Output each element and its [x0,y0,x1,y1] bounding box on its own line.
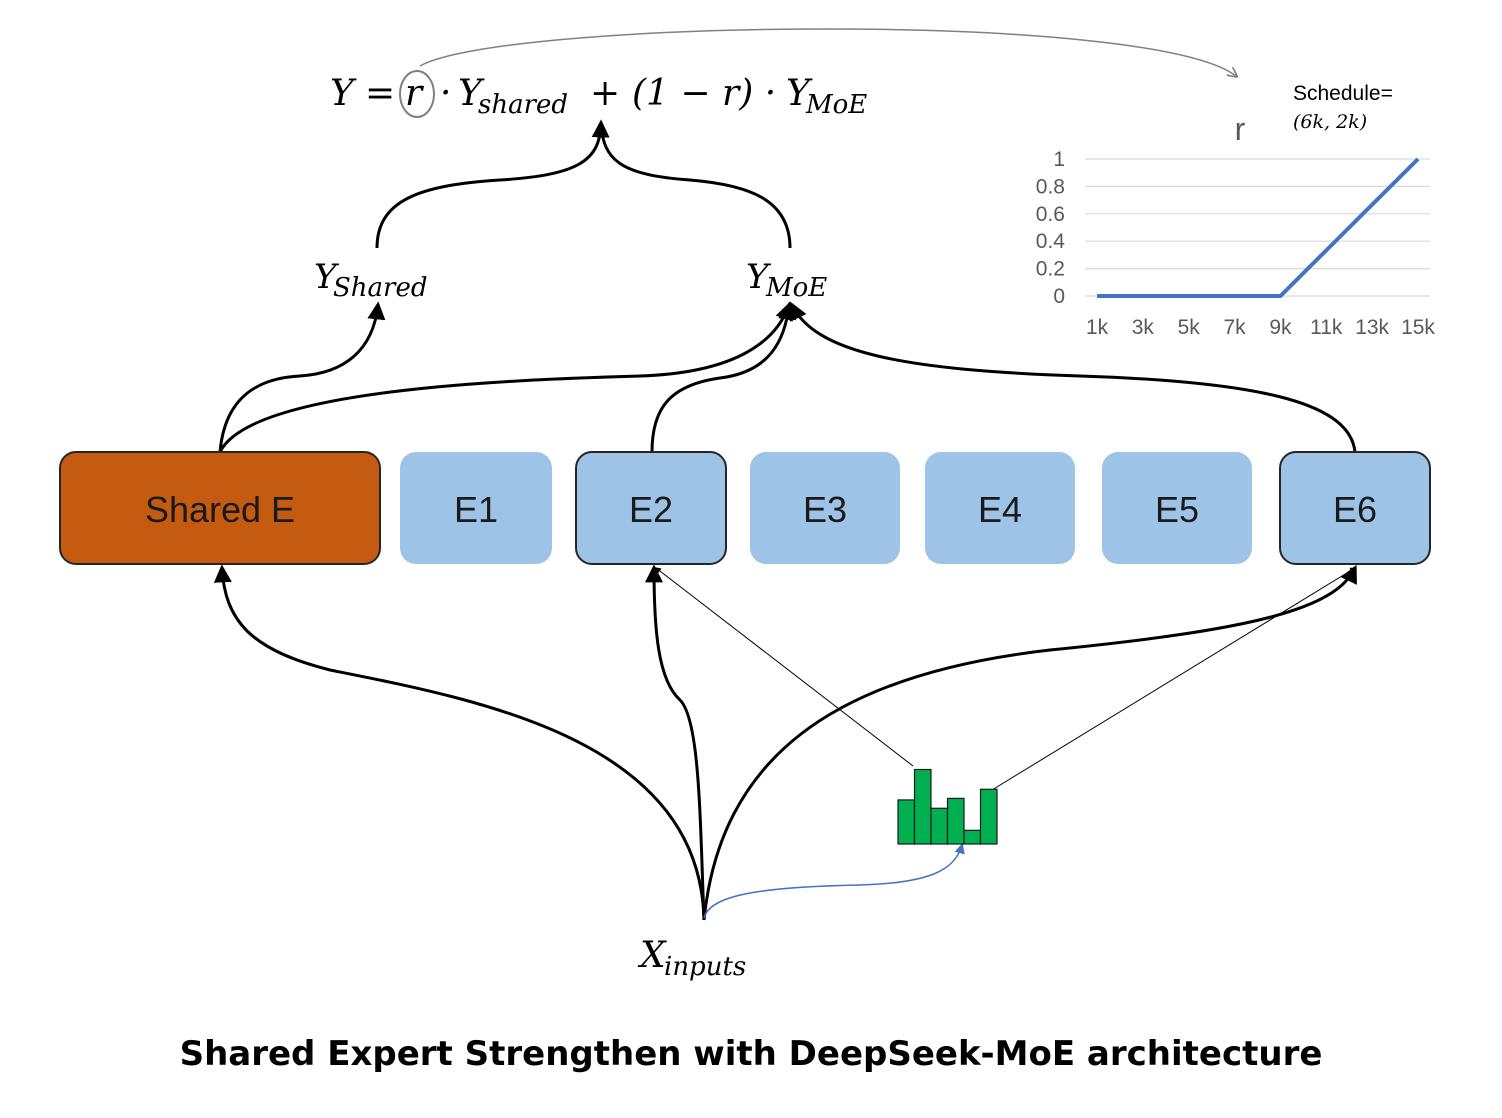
chart-x-ticks: 1k 3k 5k 7k 9k 11k 13k 15k [1086,316,1436,339]
formula-middle: (1 − r) · [632,73,776,114]
expert-e4[interactable]: E4 [925,452,1075,564]
expert-e6-box [1279,451,1431,565]
formula-y-moe: Y [786,73,813,114]
router-score-histogram [897,768,998,845]
expert-e3[interactable]: E3 [750,452,900,564]
expert-e2-box [575,451,727,565]
input-connections [213,564,1357,921]
expert-shared[interactable]: Shared E [59,451,381,565]
label-y-shared: Y Shared [314,257,428,303]
expert-shared-label: Shared E [145,489,295,530]
schedule-chart: r Schedule= (6k, 2k) 0 0.2 0.4 0.6 0.8 1 1k 3k… [1036,82,1436,339]
expert-e3-box [750,452,900,564]
y-shared-symbol: Y [314,257,340,297]
expert-e6[interactable]: E6 [1279,451,1431,565]
router-score-bar [897,799,916,845]
r-to-chart-arrow [419,28,1236,76]
expert-e5-box [1102,452,1252,564]
brace-left-arm [375,119,610,249]
chart-y-tick-label: 0.6 [1036,203,1065,226]
input-to-shared [213,564,706,921]
formula-r: r [405,73,424,114]
router-score-bar [930,807,949,845]
label-y-moe: Y MoE [746,257,827,303]
input-to-e6 [702,564,1357,921]
chart-x-tick-label: 9k [1269,316,1292,339]
router-score-bar [963,829,982,845]
label-x-inputs: X inputs [637,935,746,982]
chart-x-tick-label: 15k [1401,316,1435,339]
input-to-e2 [645,564,706,921]
formula-y-shared: Y [458,73,485,114]
e6-to-ymoe [790,301,1357,453]
expert-shared-box [59,451,381,565]
shared-to-ymoe [218,301,793,453]
chart-x-tick-label: 13k [1355,316,1389,339]
e2-to-ymoe [650,301,797,453]
chart-grid [1085,158,1430,297]
expert-e1[interactable]: E1 [400,452,552,564]
formula-y-moe-sub: MoE [805,90,867,120]
x-inputs-symbol: X [637,935,667,976]
expert-e1-box [400,452,552,564]
formula-y-shared-sub: shared [478,90,568,120]
chart-x-tick-label: 1k [1086,316,1109,339]
chart-y-tick-label: 0.2 [1036,258,1065,281]
chart-x-tick-label: 3k [1132,316,1155,339]
expert-e1-label: E1 [454,489,498,530]
x-inputs-subscript: inputs [664,952,746,982]
chart-y-tick-label: 1 [1053,148,1065,171]
chart-y-tick-label: 0.8 [1036,175,1065,198]
expert-e5-label: E5 [1155,489,1199,530]
chart-y-tick-label: 0 [1053,285,1065,308]
expert-e6-label: E6 [1333,489,1377,530]
chart-x-tick-label: 5k [1178,316,1201,339]
router-score-bar [913,768,932,845]
chart-x-tick-label: 11k [1310,316,1343,339]
expert-e4-label: E4 [978,489,1022,530]
expert-e4-box [925,452,1075,564]
expert-row: Shared E E1 E2 E3 E4 E5 E6 [59,451,1431,565]
router-to-e2 [655,567,914,767]
input-to-router [703,842,965,919]
chart-title: r [1235,111,1246,147]
formula-lhs: Y [330,73,357,114]
formula-equals: = [365,73,395,114]
brace-right-arm [599,122,792,249]
expert-e5[interactable]: E5 [1102,452,1252,564]
combine-brace [375,119,792,249]
series-line-r [1097,157,1420,298]
y-moe-symbol: Y [746,257,772,297]
formula-plus: + [590,73,620,114]
expert-e2[interactable]: E2 [575,451,727,565]
schedule-label: Schedule= [1293,82,1393,105]
shared-to-yshared [218,301,386,453]
output-connections [218,301,1357,453]
schedule-value: (6k, 2k) [1293,111,1367,133]
combine-formula: Y = r · Y shared + (1 − r) · Y MoE [330,70,867,120]
chart-y-tick-label: 0.4 [1036,230,1066,253]
chart-x-tick-label: 7k [1223,316,1246,339]
chart-y-ticks: 0 0.2 0.4 0.6 0.8 1 [1036,148,1066,308]
y-moe-subscript: MoE [765,273,827,303]
router-score-bar [946,797,965,845]
r-highlight-ellipse [399,70,435,118]
expert-e2-label: E2 [629,489,673,530]
router-to-e6 [991,567,1357,791]
formula-dot: · [440,73,451,114]
router-score-bar [979,788,998,845]
y-shared-subscript: Shared [333,273,428,303]
expert-e3-label: E3 [803,489,847,530]
figure-caption: Shared Expert Strengthen with DeepSeek-M… [179,1034,1323,1074]
